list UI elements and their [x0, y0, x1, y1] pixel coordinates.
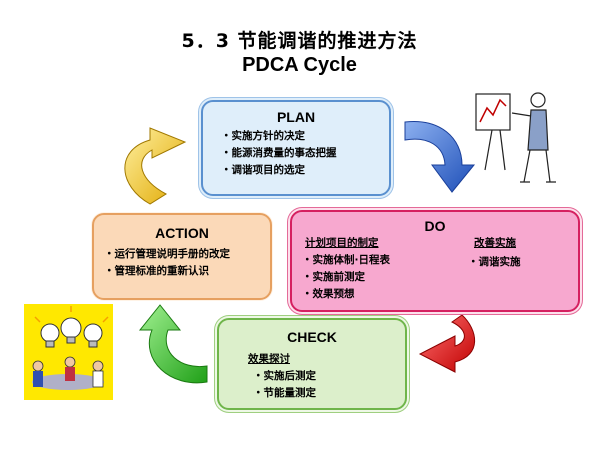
action-list: 运行管理说明手册的改定 管理标准的重新认识 [104, 246, 231, 280]
team-lightbulb-icon [24, 304, 113, 400]
action-to-plan-arrow [124, 127, 187, 205]
do-heading: DO [424, 218, 446, 234]
action-heading: ACTION [155, 225, 209, 241]
do-left-item: 实施体制·日程表 [302, 252, 391, 269]
do-left-item: 效果预想 [302, 286, 390, 303]
do-to-check-arrow [418, 314, 476, 373]
presenter-icon [475, 92, 556, 183]
do-right-title: 改善实施 [474, 237, 516, 249]
do-right-item: 调谐实施 [468, 254, 521, 271]
page-title: 5．3 节能调谐的推进方法 [181, 30, 418, 52]
check-box: CHECK 效果探讨 实施后测定 节能量测定 [217, 318, 407, 410]
page-subtitle: PDCA Cycle [242, 54, 357, 76]
do-left-title: 计划项目的制定 [305, 237, 379, 249]
plan-to-do-arrow [404, 121, 476, 193]
check-heading: CHECK [287, 329, 337, 345]
check-to-action-arrow [138, 304, 208, 384]
plan-list: 实施方针的决定 能源消费量的事态把握 调谐项目的选定 [221, 128, 337, 179]
action-item: 管理标准的重新认识 [104, 263, 230, 280]
check-title: 效果探讨 [248, 353, 290, 365]
check-item: 实施后测定 [253, 368, 317, 385]
check-item: 节能量测定 [253, 385, 317, 402]
do-right-list: 调谐实施 [468, 254, 521, 271]
do-left-list: 实施体制·日程表 实施前测定 效果预想 [302, 252, 391, 303]
plan-heading: PLAN [276, 109, 316, 125]
check-list: 实施后测定 节能量测定 [253, 368, 317, 402]
plan-item: 能源消费量的事态把握 [221, 145, 337, 162]
plan-item: 实施方针的决定 [221, 128, 337, 145]
action-box: ACTION 运行管理说明手册的改定 管理标准的重新认识 [92, 213, 272, 300]
do-box: DO 计划项目的制定 实施体制·日程表 实施前测定 效果预想 改善实施 调谐实施 [290, 210, 580, 312]
action-item: 运行管理说明手册的改定 [104, 246, 231, 263]
do-left-item: 实施前测定 [302, 269, 390, 286]
plan-box: PLAN 实施方针的决定 能源消费量的事态把握 调谐项目的选定 [201, 100, 391, 196]
plan-item: 调谐项目的选定 [221, 162, 337, 179]
